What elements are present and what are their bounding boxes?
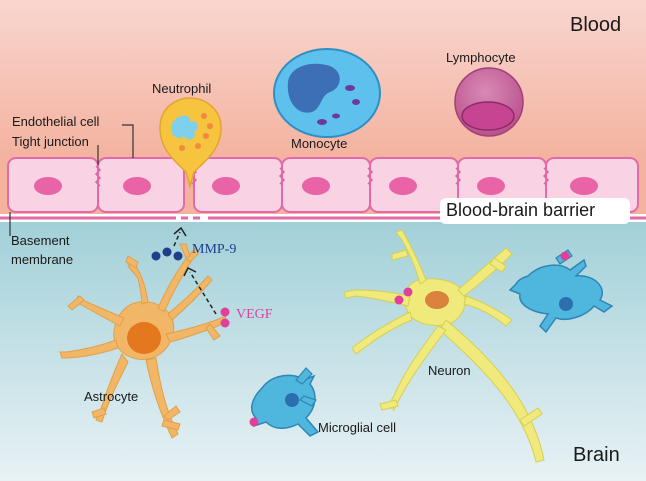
neuron-nucleus [425, 291, 449, 309]
vegf-label: VEGF [236, 307, 273, 322]
endothelial-nucleus [34, 177, 62, 195]
neutrophil-nucleus [171, 115, 198, 140]
lymphocyte-nucleus [461, 101, 515, 131]
monocyte-nucleus [287, 63, 340, 113]
microglial-cell [249, 367, 320, 437]
lymphocyte-label: Lymphocyte [446, 50, 516, 65]
arrowhead [183, 266, 197, 277]
microglial-nucleus [285, 393, 299, 407]
endothelial-nucleus [570, 177, 598, 195]
bbb-label: Blood-brain barrier [446, 200, 596, 220]
endothelial-cell-label: Endothelial cell [12, 114, 100, 129]
neuron-dot [394, 295, 404, 305]
vegf-dot [220, 318, 230, 328]
bbb-label-bg [440, 198, 630, 224]
microglia-dot [560, 251, 570, 261]
mmp9-label: MMP-9 [192, 242, 237, 257]
region-label-brain: Brain [573, 444, 620, 466]
neutrophil-label: Neutrophil [152, 81, 212, 96]
tight-junction [454, 167, 462, 185]
region-label-blood: Blood [570, 14, 622, 36]
astrocyte-label: Astrocyte [84, 389, 139, 404]
microglial-cell-label: Microglial cell [318, 420, 397, 435]
neuron-dot [403, 287, 413, 297]
neuron-label: Neuron [428, 363, 471, 378]
microglia-dot [249, 417, 259, 427]
tight-junction-label: Tight junction [12, 134, 89, 149]
arrowhead [173, 226, 187, 237]
monocyte-cell [273, 48, 381, 138]
tight-junction [94, 165, 102, 187]
basement-label: Basement [11, 233, 70, 248]
mmp9-to-membrane-arrow [173, 231, 181, 247]
neutrophil-cell [159, 97, 222, 189]
endothelial-nucleus [123, 177, 151, 195]
mmp9-dot [151, 251, 161, 261]
tight-junction [366, 167, 374, 185]
microglial-nucleus [559, 297, 573, 311]
endothelial-nucleus [302, 177, 330, 195]
membrane-label: membrane [11, 252, 74, 267]
astrocyte-cell [59, 243, 227, 439]
endothelial-nucleus [212, 177, 240, 195]
mmp9-dot [162, 247, 172, 257]
tight-junction [542, 167, 550, 185]
endothelial-nucleus [477, 177, 505, 195]
endothelial-leader [122, 124, 134, 158]
vegf-to-mmp9-arrow [189, 271, 217, 315]
mmp9-dot [173, 251, 183, 261]
vegf-dot [220, 307, 230, 317]
lymphocyte-cell [454, 67, 524, 137]
microglial-cell-right [508, 249, 614, 334]
endothelial-nucleus [389, 177, 417, 195]
astrocyte-nucleus [127, 322, 161, 354]
tight-junction [278, 167, 286, 185]
monocyte-label: Monocyte [291, 136, 348, 151]
